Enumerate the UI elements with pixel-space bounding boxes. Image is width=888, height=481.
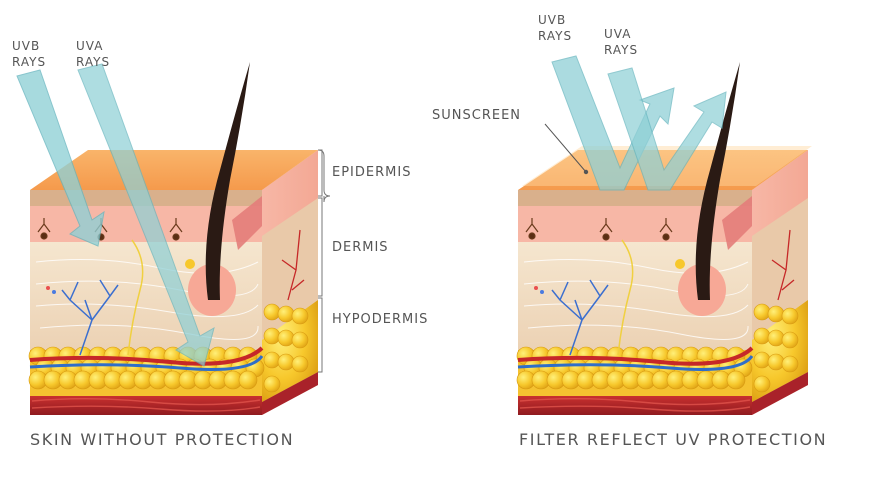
- right-front-pink: [518, 206, 752, 242]
- left-uvb-label-line2: RAYS: [12, 55, 46, 69]
- left-fat-cells: [28, 303, 309, 393]
- sunscreen-pointer-line: [544, 123, 587, 173]
- right-side-fat: [752, 300, 808, 402]
- right-hair: [695, 62, 740, 300]
- left-skin-block: [28, 62, 318, 415]
- fat-cell: [291, 307, 309, 325]
- fat-cell: [263, 327, 281, 345]
- left-arrector-muscle: [232, 196, 262, 250]
- right-dot: [534, 286, 538, 290]
- fat-cell: [263, 375, 281, 393]
- fat-cell: [753, 351, 771, 369]
- fat-cell: [781, 355, 799, 373]
- right-blood-vessel-blue: [517, 355, 754, 371]
- left-uvb-ray: [16, 69, 105, 247]
- fat-cell: [263, 303, 281, 321]
- label-sunscreen: SUNSCREEN: [432, 108, 521, 123]
- left-yellow-nerve: [127, 239, 144, 356]
- left-block-top: [30, 150, 318, 190]
- right-uva-label-line2: RAYS: [604, 43, 638, 57]
- right-uvb-label-line1: UVB: [538, 13, 566, 27]
- fat-cell: [753, 303, 771, 321]
- left-uva-label-line2: RAYS: [76, 55, 110, 69]
- left-uva-label-line1: UVA: [76, 39, 103, 53]
- left-side-fat: [262, 300, 318, 402]
- left-caption: SKIN WITHOUT PROTECTION: [30, 430, 294, 449]
- right-blood-vessel-red: [517, 346, 754, 366]
- sunscreen-pointer-dot: [583, 169, 589, 175]
- right-uva-label-line1: UVA: [604, 27, 631, 41]
- right-melanocytes: [525, 218, 673, 241]
- left-blood-vessel-red: [29, 346, 264, 366]
- right-uvb-label-line2: RAYS: [538, 29, 572, 43]
- right-front-strip: [518, 190, 752, 206]
- fat-cell: [767, 305, 785, 323]
- fat-cell: [753, 327, 771, 345]
- fat-cell: [263, 351, 281, 369]
- left-side-epidermis: [262, 150, 318, 236]
- right-sebaceous-gland: [675, 259, 685, 269]
- left-dot: [46, 286, 50, 290]
- left-front-muscle: [30, 396, 262, 415]
- right-uvb-ray: [551, 55, 675, 191]
- right-yellow-nerve: [617, 239, 634, 356]
- label-dermis: DERMIS: [332, 240, 389, 255]
- right-uva-ray: [607, 67, 727, 191]
- right-front-muscle: [518, 396, 752, 415]
- left-capillary: [281, 229, 305, 301]
- left-uvb-label-line1: UVB: [12, 39, 40, 53]
- right-side-epidermis: [752, 150, 808, 236]
- right-side-muscle: [752, 372, 808, 415]
- label-epidermis: EPIDERMIS: [332, 165, 411, 180]
- left-nerve-tree: [61, 279, 119, 356]
- right-dermis-fibers: [523, 259, 749, 340]
- fat-cell: [291, 331, 309, 349]
- fat-cell: [767, 329, 785, 347]
- fat-cell: [277, 305, 295, 323]
- right-dot: [540, 290, 544, 294]
- right-arrector-muscle: [722, 196, 752, 250]
- left-hair: [205, 62, 250, 300]
- fat-cell: [277, 353, 295, 371]
- right-muscle-fibers: [519, 398, 751, 412]
- left-sebaceous-gland: [185, 259, 195, 269]
- left-dot: [52, 290, 56, 294]
- fat-cell: [291, 355, 309, 373]
- fat-cell: [753, 375, 771, 393]
- left-blood-vessel-blue: [29, 355, 264, 371]
- left-uva-ray: [77, 63, 215, 367]
- right-capillary: [771, 229, 795, 301]
- fat-cell: [781, 307, 799, 325]
- left-muscle-fibers: [31, 398, 261, 412]
- fat-cell: [781, 331, 799, 349]
- fat-cell: [277, 329, 295, 347]
- label-hypodermis: HYPODERMIS: [332, 312, 428, 327]
- right-caption: FILTER REFLECT UV PROTECTION: [519, 430, 827, 449]
- fat-cell: [726, 370, 746, 390]
- right-nerve-tree: [551, 279, 609, 356]
- fat-cell: [767, 353, 785, 371]
- layer-brackets: [317, 149, 331, 373]
- left-side-muscle: [262, 372, 318, 415]
- fat-cell: [238, 370, 258, 390]
